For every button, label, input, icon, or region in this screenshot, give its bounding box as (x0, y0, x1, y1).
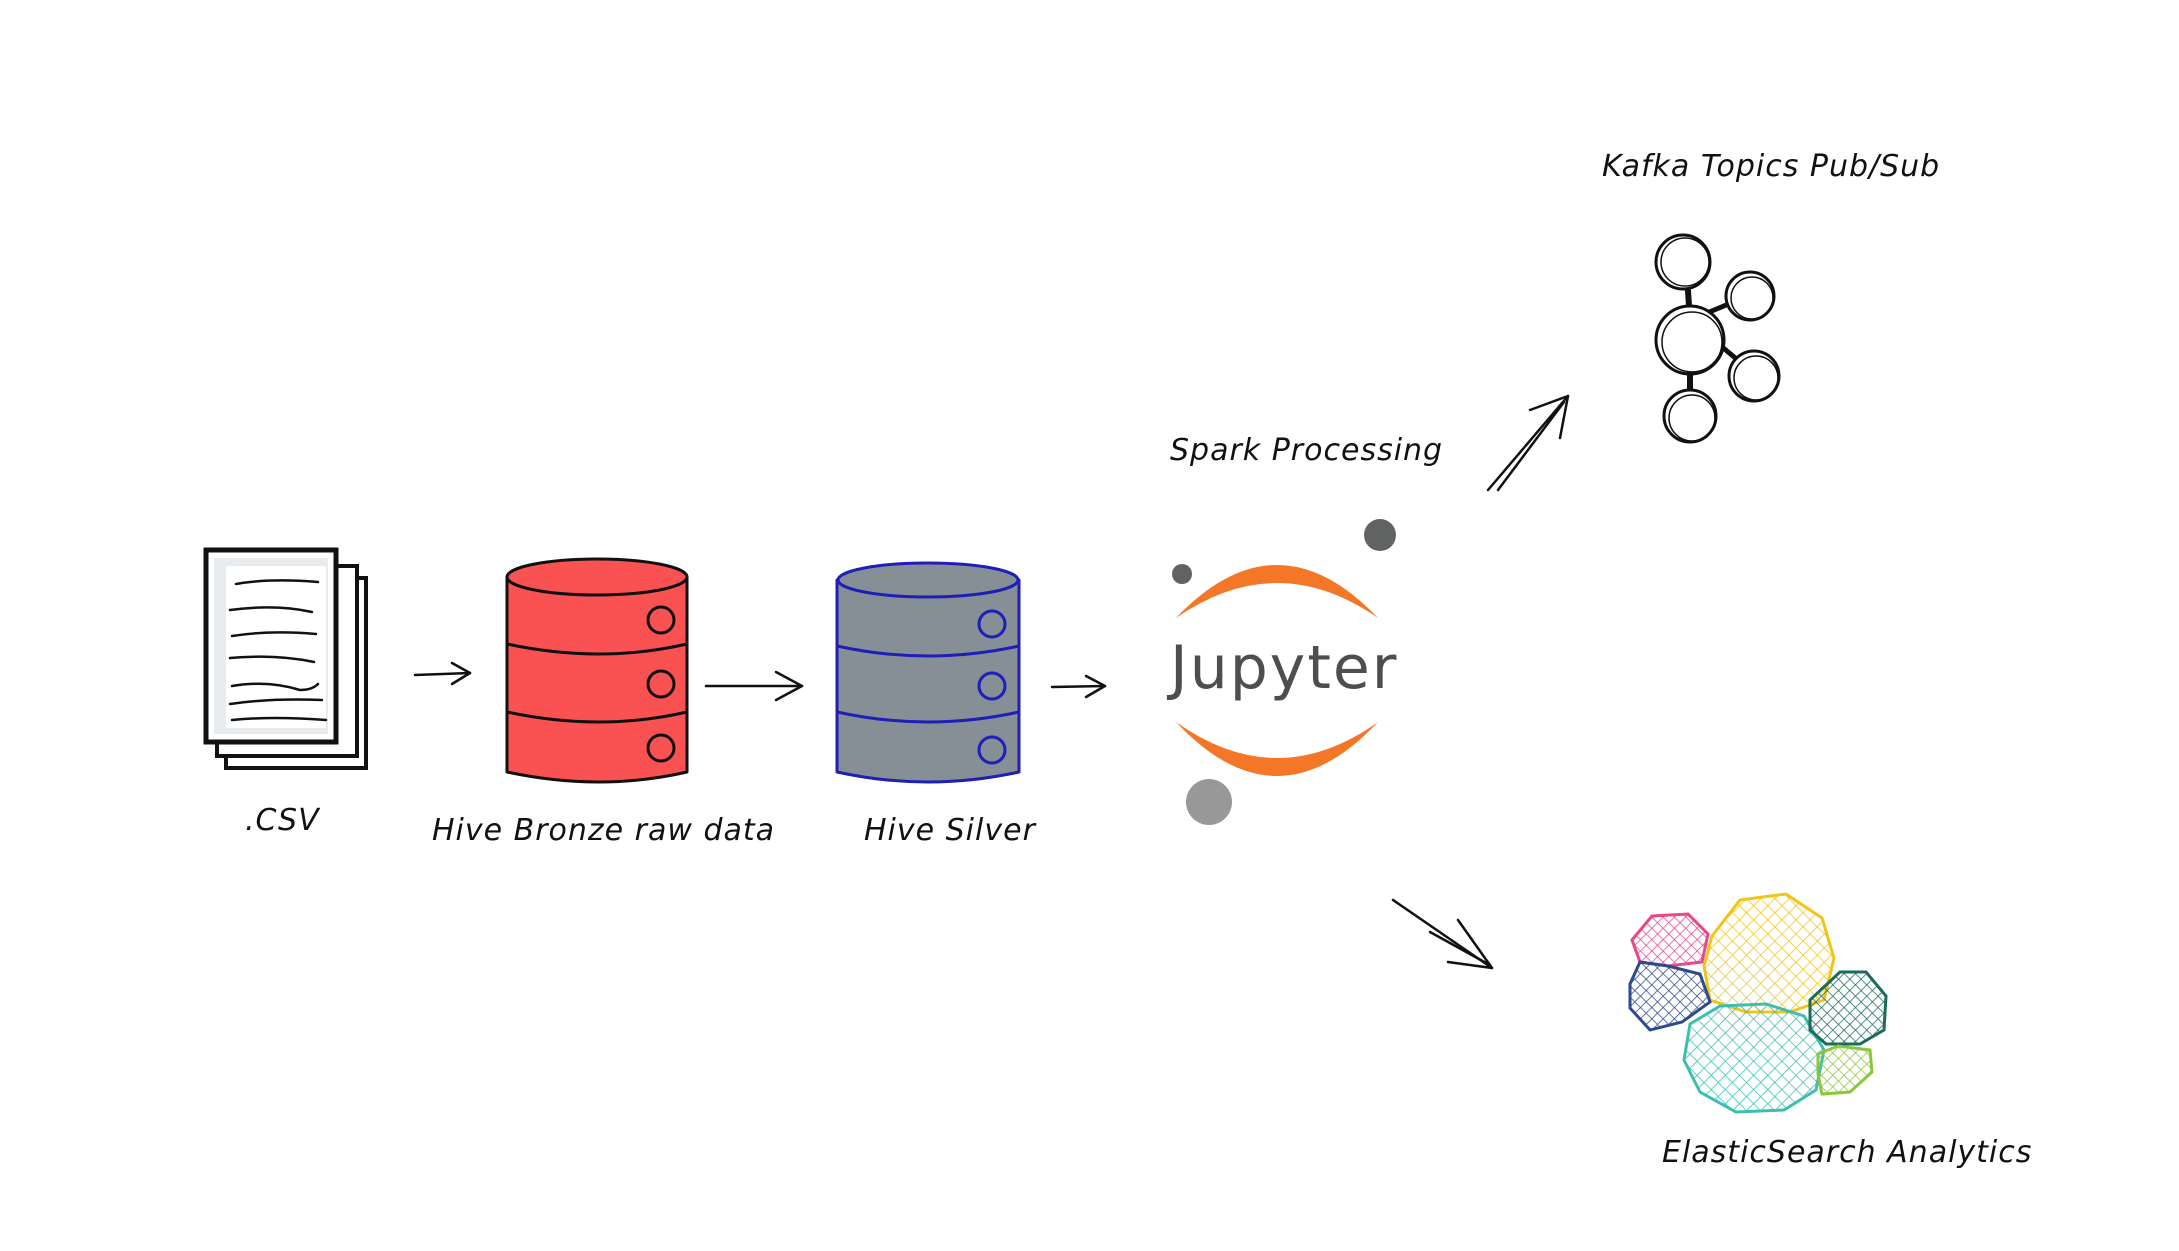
kafka-graph-icon (1654, 233, 1781, 444)
bronze-label: Hive Bronze raw data (432, 813, 775, 848)
elasticsearch-logo-icon (1628, 892, 1888, 1114)
silver-node: Hive Silver (835, 561, 1037, 848)
spark-node: Spark Processing Jupyter (1166, 433, 1443, 825)
elastic-label: ElasticSearch Analytics (1662, 1135, 2032, 1170)
arrow-spark-to-elastic (1391, 898, 1494, 970)
arrow-spark-to-kafka (1486, 394, 1570, 492)
csv-node: .CSV (203, 547, 368, 838)
jupyter-wordmark: Jupyter (1166, 633, 1398, 703)
elastic-node: ElasticSearch Analytics (1628, 892, 2032, 1170)
arrow-bronze-to-silver (704, 670, 804, 702)
kafka-label: Kafka Topics Pub/Sub (1602, 149, 1940, 184)
csv-label: .CSV (245, 803, 321, 838)
arrow-csv-to-bronze (413, 661, 472, 686)
spark-label: Spark Processing (1170, 433, 1443, 468)
document-stack-icon (203, 547, 368, 770)
jupyter-logo-icon: Jupyter (1166, 519, 1398, 825)
bronze-node: Hive Bronze raw data (432, 557, 775, 848)
silver-label: Hive Silver (864, 813, 1037, 848)
database-icon (835, 561, 1021, 784)
database-icon (505, 557, 689, 784)
kafka-node: Kafka Topics Pub/Sub (1602, 149, 1940, 444)
arrow-silver-to-spark (1050, 674, 1107, 699)
